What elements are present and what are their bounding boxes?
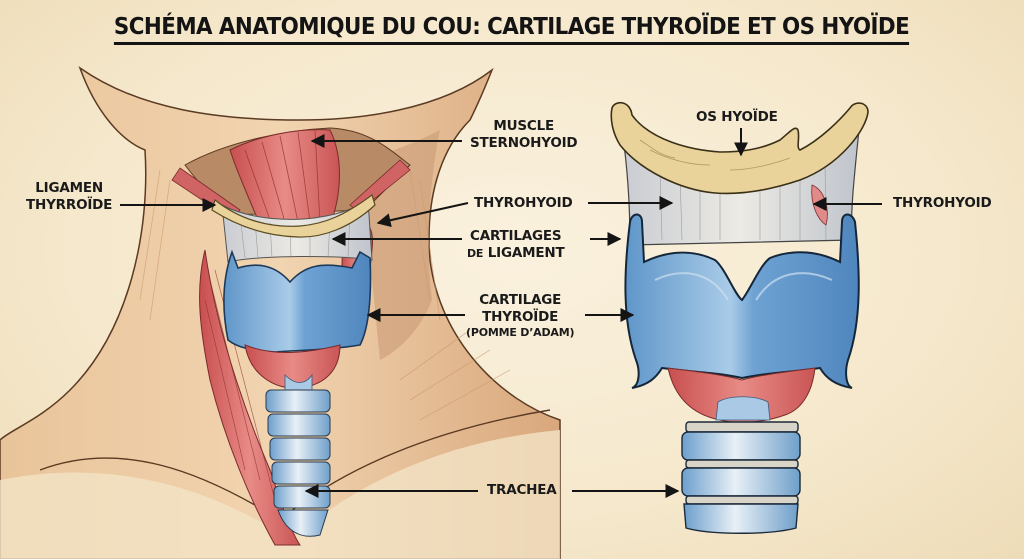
label-line: LIGAMEN [35, 180, 103, 196]
label-line: MUSCLE [493, 118, 555, 134]
label-word: LIGAMENT [487, 245, 565, 261]
neck-figure [0, 66, 561, 559]
label-thyrohyoid-center: THYROHYOID [474, 195, 573, 211]
label-cartilage-thyroide: CARTILAGE THYROÏDE (POMME D’ADAM) [466, 292, 575, 340]
label-subtitle: (POMME D’ADAM) [466, 326, 575, 339]
label-line: CARTILAGES [470, 228, 562, 244]
label-line: DE LIGAMENT [467, 245, 565, 262]
label-trachea: TRACHEA [487, 482, 557, 498]
label-line: STERNOHYOID [470, 135, 578, 151]
label-muscle-sternohyoid: MUSCLE STERNOHYOID [470, 118, 578, 152]
larynx-figure [610, 101, 869, 534]
label-line: THYROÏDE [482, 309, 559, 325]
page-title: SCHÉMA ANATOMIQUE DU COU: CARTILAGE THYR… [0, 14, 1024, 45]
label-prefix: DE [467, 247, 484, 260]
label-os-hyoide: OS HYOÏDE [696, 109, 778, 125]
label-cartilages-de-ligament: CARTILAGES DE LIGAMENT [467, 228, 565, 262]
label-thyrohyoid-right: THYROHYOID [893, 195, 992, 211]
label-line: THYRROÏDE [26, 197, 113, 213]
label-ligamen-thyrroide: LIGAMEN THYRROÏDE [26, 180, 112, 214]
leader-lines [120, 128, 882, 498]
label-line: CARTILAGE [479, 292, 562, 308]
